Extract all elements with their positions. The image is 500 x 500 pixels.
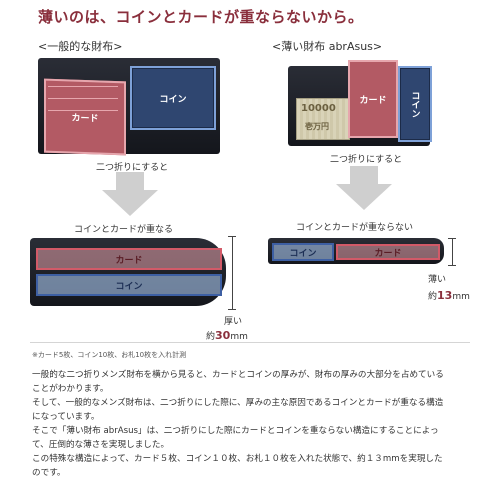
left-result-caption: コインとカードが重なる (74, 225, 174, 235)
left-thickness: 約30mm (206, 324, 248, 343)
card-label: カード (71, 113, 99, 124)
left-title: <一般的な財布> (38, 40, 123, 53)
right-thickness-tick (448, 265, 456, 266)
paragraph-line: ことがわかります。 (32, 384, 109, 394)
right-down-arrow (336, 166, 392, 210)
paragraph-line: そして、一般的なメンズ財布は、二つ折りにした際に、厚みの主な原因であるコインとカ… (32, 398, 444, 408)
stacked-coin-layer: コイン (36, 274, 222, 296)
flat-coin-label: コイン (289, 248, 317, 259)
paragraph-line: て、圧倒的な薄さを実現しました。 (32, 440, 170, 450)
right-open-wallet: 10000 壱万円 カード コイン (288, 60, 436, 146)
card-slot-line (48, 98, 118, 99)
paragraph-line: になっています。 (32, 412, 100, 422)
flat-card-layer: カード (336, 244, 440, 260)
description-text: 一般的な二つ折りメンズ財布を横から見ると、カードとコインの厚みが、財布の厚みの大… (32, 368, 472, 480)
paragraph-line: 一般的な二つ折りメンズ財布を横から見ると、カードとコインの厚みが、財布の厚みの大… (32, 370, 444, 380)
right-thickness: 約13mm (428, 284, 470, 303)
card-panel: カード (348, 60, 398, 138)
coin-panel: コイン (398, 66, 432, 142)
left-thickness-word: 厚い (224, 317, 243, 327)
section-divider (30, 342, 470, 343)
right-title: <薄い財布 abrAsus> (272, 40, 383, 53)
stacked-card-label: カード (115, 255, 143, 266)
right-folded-wallet: コイン カード (268, 238, 444, 266)
banknote: 10000 壱万円 (296, 98, 350, 140)
left-thickness-tick (228, 309, 236, 310)
stacked-coin-label: コイン (115, 281, 143, 292)
left-thickness-line (232, 236, 233, 310)
thickness-unit: mm (452, 292, 470, 302)
paragraph-line: この特殊な構造によって、カード５枚、コイン１０枚、お札１０枚を入れた状態で、約１… (32, 454, 443, 464)
left-fold-caption: 二つ折りにすると (96, 163, 169, 173)
banknote-number: 10000 (301, 103, 336, 114)
coin-label: コイン (159, 94, 187, 105)
card-label: カード (359, 95, 387, 106)
thickness-value: 13 (437, 289, 453, 302)
right-thickness-word: 薄い (428, 275, 447, 285)
thickness-prefix: 約 (206, 332, 216, 342)
right-thickness-tick (448, 238, 456, 239)
stacked-card-layer: カード (36, 248, 222, 270)
thickness-prefix: 約 (428, 292, 438, 302)
left-folded-wallet: カード コイン (30, 238, 226, 308)
left-open-wallet: カード コイン (38, 58, 220, 156)
measurement-note: ※カード5枚、コイン10枚、お札10枚を入れ計測 (32, 351, 187, 359)
coin-pocket-panel: コイン (130, 66, 216, 130)
right-thickness-line (452, 238, 453, 266)
banknote-text: 壱万円 (305, 122, 329, 131)
flat-coin-layer: コイン (272, 243, 334, 261)
paragraph-line: のです。 (32, 468, 66, 478)
left-thickness-tick (228, 236, 236, 237)
right-fold-caption: 二つ折りにすると (330, 155, 403, 165)
headline: 薄いのは、コインとカードが重ならないから。 (38, 8, 364, 26)
thickness-value: 30 (215, 329, 231, 342)
flat-card-label: カード (374, 248, 402, 259)
card-slot-line (48, 86, 118, 87)
card-slot-line (48, 110, 118, 111)
right-result-caption: コインとカードが重ならない (296, 223, 414, 233)
card-slot-panel: カード (44, 78, 126, 156)
coin-label: コイン (409, 90, 420, 118)
paragraph-line: そこで「薄い財布 abrAsus」は、二つ折りにした際にカードとコインを重ならな… (32, 426, 439, 436)
thickness-unit: mm (230, 332, 248, 342)
left-down-arrow (102, 172, 158, 216)
